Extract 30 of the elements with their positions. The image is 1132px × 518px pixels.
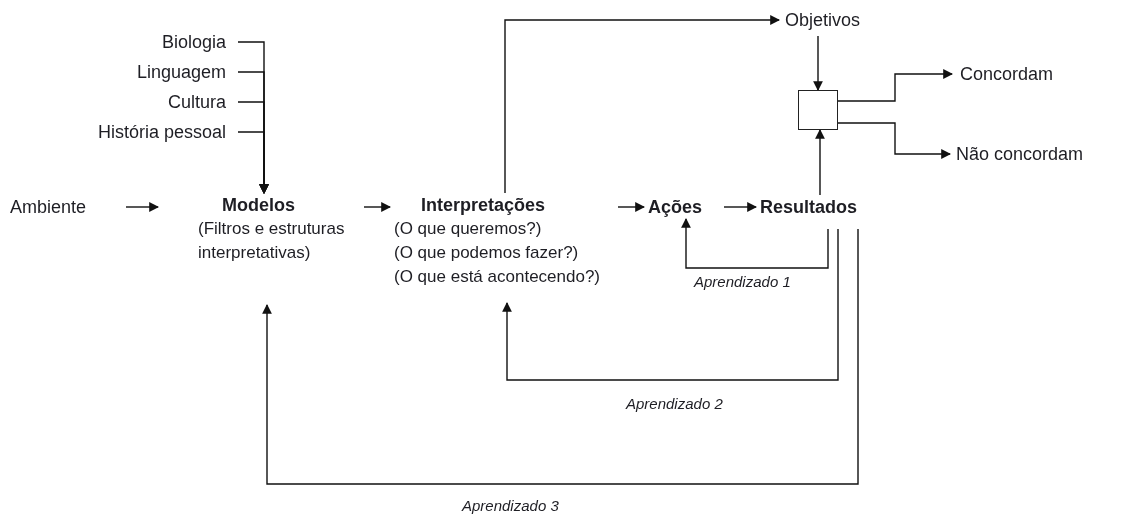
arrow bbox=[262, 228, 859, 485]
node-heading: Interpretações bbox=[421, 194, 546, 217]
arrow bbox=[815, 129, 825, 196]
node-label: Cultura bbox=[167, 91, 226, 114]
arrow bbox=[837, 69, 953, 102]
node-heading: Modelos bbox=[222, 194, 295, 217]
node-label: História pessoal bbox=[97, 121, 226, 144]
arrow bbox=[681, 218, 829, 269]
arrow bbox=[237, 131, 269, 194]
node-question: (O que podemos fazer?) bbox=[394, 242, 579, 264]
node-label: Ambiente bbox=[10, 196, 87, 219]
node-label: Não concordam bbox=[956, 143, 1084, 166]
node-question: (O que queremos?) bbox=[394, 218, 542, 240]
node-label: Resultados bbox=[760, 196, 858, 219]
node-label: Concordam bbox=[960, 63, 1054, 86]
arrow bbox=[723, 202, 757, 212]
arrow bbox=[813, 35, 823, 91]
arrow bbox=[125, 202, 159, 212]
empty-box bbox=[798, 90, 838, 130]
node-label: Ações bbox=[648, 196, 703, 219]
arrow bbox=[837, 122, 951, 159]
node-question: (O que está acontecendo?) bbox=[394, 266, 601, 288]
arrow bbox=[363, 202, 391, 212]
arrow bbox=[502, 228, 839, 381]
node-question: (Filtros e estruturas interpretativas) bbox=[198, 218, 346, 264]
node-label: Objetivos bbox=[785, 9, 861, 32]
node-label: Linguagem bbox=[136, 61, 226, 84]
node-label: Biologia bbox=[161, 31, 226, 54]
arrow bbox=[504, 15, 780, 194]
arrow bbox=[617, 202, 645, 212]
